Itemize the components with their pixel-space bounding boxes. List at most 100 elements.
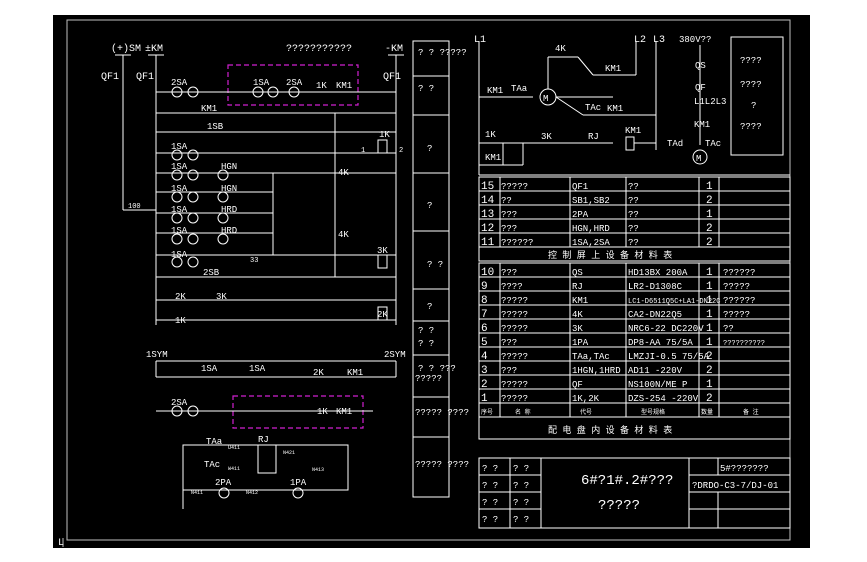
lower-km1: KM1 [336, 407, 352, 417]
table2-header-note: 备 注 [743, 408, 759, 416]
svg-text:1: 1 [706, 379, 713, 391]
svg-text:QF: QF [572, 380, 583, 390]
sym-km1: KM1 [347, 368, 363, 378]
svg-text:??: ?? [628, 196, 639, 206]
magenta-box-top [227, 64, 359, 106]
sym-1sa-a: 1SA [201, 364, 218, 374]
lower-1k: 1K [317, 407, 328, 417]
note-cell-10: ????? [415, 374, 442, 384]
note-cell-8: ? ? [418, 339, 434, 349]
svg-text:??: ?? [628, 182, 639, 192]
label-hrd-b: HRD [221, 226, 237, 236]
magenta-box-bottom [232, 395, 364, 429]
rc-380v: 380V?? [679, 35, 711, 45]
svg-text:3K: 3K [572, 324, 583, 334]
svg-text:AD11 -220V: AD11 -220V [628, 366, 683, 376]
meter-2pa: 2PA [215, 478, 232, 488]
svg-text:LMZJI-0.5 75/5A: LMZJI-0.5 75/5A [628, 352, 710, 362]
schematic-canvas: L (+)SM ±KM -KM QF1 QF1 QF1 ??????????? … [58, 19, 791, 548]
note-cell-4: ? [427, 201, 432, 211]
svg-text:4: 4 [481, 351, 488, 363]
svg-text:11: 11 [481, 237, 495, 249]
rc-4k: 4K [555, 44, 566, 54]
svg-text:12: 12 [481, 223, 494, 235]
tb-cell-1: ? ? [482, 464, 498, 474]
svg-text:10: 10 [481, 267, 494, 279]
tb-sheet-no: 5#??????? [720, 464, 769, 474]
svg-text:?????: ????? [723, 310, 750, 320]
left-top-title: ??????????? [286, 44, 352, 55]
label-1sb: 1SB [207, 122, 224, 132]
svg-text:2: 2 [706, 351, 713, 363]
svg-text:LR2-D1308C: LR2-D1308C [628, 282, 683, 292]
note-cell-5: ? ? [427, 260, 443, 270]
label-hgn-a: HGN [221, 162, 237, 172]
label-1k-b: 1K [379, 130, 390, 140]
sym-1sym: 1SYM [146, 350, 168, 360]
label-1sa-c: 1SA [171, 162, 188, 172]
rc-rj: RJ [588, 132, 599, 142]
label-hgn-b: HGN [221, 184, 237, 194]
rc-side-1: ???? [740, 56, 762, 66]
svg-text:1K,2K: 1K,2K [572, 394, 600, 404]
svg-text:3: 3 [481, 365, 488, 377]
svg-text:??: ?? [628, 224, 639, 234]
label-1sa-b: 1SA [171, 142, 188, 152]
svg-text:2: 2 [706, 195, 713, 207]
meter-taa: TAa [206, 437, 223, 447]
tb-cell-8: ? ? [513, 515, 529, 525]
meter-n421: N421 [283, 450, 295, 456]
svg-text:1SA,2SA: 1SA,2SA [572, 238, 610, 248]
note-cell-12: ????? ???? [415, 460, 469, 470]
table2-header-code: 代号 [580, 408, 592, 416]
svg-text:???: ??? [501, 366, 517, 376]
sym-2sym: 2SYM [384, 350, 406, 360]
svg-text:1: 1 [706, 323, 713, 335]
note-cell-7: ? ? [418, 326, 434, 336]
svg-text:?????: ????? [723, 282, 750, 292]
meter-1pa: 1PA [290, 478, 307, 488]
table2-row: 2 ????? QF NS100N/ME P 1 [481, 379, 713, 391]
table2-row: 8 ????? KM1 LC1-D6511Q5C+LA1-DN22C 1 ???… [481, 295, 755, 307]
rc-km1-a: KM1 [605, 64, 621, 74]
label-3k-a: 3K [377, 246, 388, 256]
meter-n413: N413 [312, 467, 324, 473]
svg-text:1HGN,1HRD: 1HGN,1HRD [572, 366, 621, 376]
label-hrd-a: HRD [221, 205, 237, 215]
corner-mark: L [58, 538, 64, 548]
parts-table-2: 序号 名 称 代号 型号规格 数量 备 注 配 电 盘 内 设 备 材 料 表 … [478, 262, 791, 440]
svg-text:QF1: QF1 [572, 182, 588, 192]
svg-text:1: 1 [706, 267, 713, 279]
svg-text:RJ: RJ [572, 282, 583, 292]
note-cell-3: ? [427, 144, 432, 154]
rc-km1-d: KM1 [625, 126, 641, 136]
rc-l2: L2 [634, 35, 646, 46]
note-cell-6: ? [427, 302, 432, 312]
tb-drawing-subtitle: ????? [598, 498, 640, 514]
table1-row: 14 ?? SB1,SB2 ?? 2 [481, 195, 713, 207]
svg-text:??????: ?????? [723, 296, 755, 306]
rc-side-2: ???? [740, 80, 762, 90]
rc-side-4: ???? [740, 122, 762, 132]
tb-cell-4: ? ? [513, 481, 529, 491]
svg-text:CA2-DN22Q5: CA2-DN22Q5 [628, 310, 682, 320]
note-cell-9: ? ? ??? [418, 364, 456, 374]
meter-n411: N411 [191, 490, 203, 496]
label-2sb: 2SB [203, 268, 220, 278]
svg-text:DP8-AA 75/5A: DP8-AA 75/5A [628, 338, 693, 348]
table1-row: 13 ??? 2PA ?? 1 [481, 209, 713, 221]
breaker-qf1-b: QF1 [136, 72, 154, 83]
svg-text:2: 2 [706, 365, 713, 377]
svg-text:HD13BX 200A: HD13BX 200A [628, 268, 688, 278]
node-33: 33 [250, 257, 258, 265]
svg-text:1: 1 [706, 181, 713, 193]
lower-2sa: 2SA [171, 398, 188, 408]
svg-text:???: ??? [501, 210, 517, 220]
table2-header-name: 名 称 [515, 408, 531, 416]
svg-text:5: 5 [481, 337, 488, 349]
bus-label-km: ±KM [145, 44, 163, 55]
svg-text:TAa,TAc: TAa,TAc [572, 352, 610, 362]
svg-text:1: 1 [481, 393, 488, 405]
svg-text:??: ?? [501, 196, 512, 206]
table2-header-qty: 数量 [701, 408, 713, 416]
